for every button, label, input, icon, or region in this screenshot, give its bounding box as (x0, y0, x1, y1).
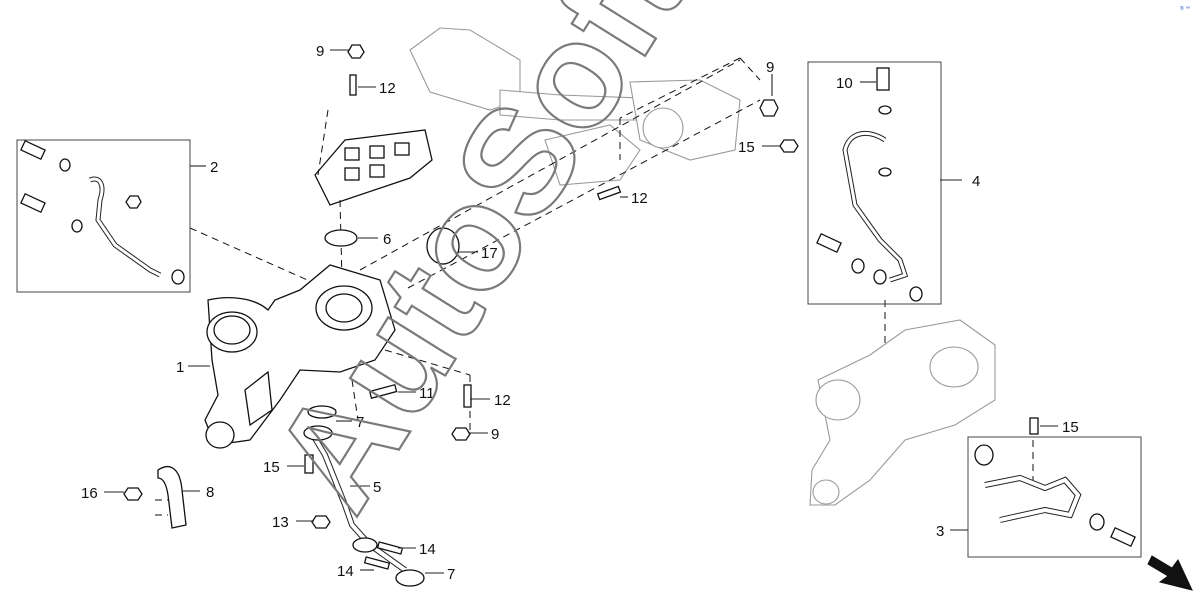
callout-12: 12 (494, 392, 511, 409)
callout-3: 3 (936, 523, 944, 540)
callout-14: 14 (419, 541, 436, 558)
turbocharger-part (204, 264, 396, 449)
gasket-part-6 (324, 229, 358, 247)
oil-line-part-2 (20, 139, 185, 285)
callout-4: 4 (972, 173, 980, 190)
callout-12: 12 (631, 190, 648, 207)
exhaust-manifold-catalyst-ghost (409, 27, 741, 186)
callout-9: 9 (491, 426, 499, 443)
heat-shield-part-8 (157, 466, 187, 529)
callout-5: 5 (373, 479, 381, 496)
corner-mark: ® ™ (1180, 5, 1190, 12)
callout-leaders (104, 49, 1058, 574)
assembly-box-2 (16, 139, 191, 293)
callout-16: 16 (81, 485, 98, 502)
callout-1: 1 (176, 359, 184, 376)
dashed-assembly-lines (155, 57, 1034, 516)
callout-2: 2 (210, 159, 218, 176)
callout-8: 8 (206, 484, 214, 501)
fasteners (123, 44, 1039, 570)
oil-line-part-4 (816, 67, 923, 302)
turbocharger-ghost (809, 319, 996, 506)
callout-10: 10 (836, 75, 853, 92)
callout-17: 17 (481, 245, 498, 262)
assembly-box-4 (807, 61, 942, 305)
callout-7: 7 (447, 566, 455, 583)
gasket-part-17 (426, 227, 460, 265)
coolant-line-part-3 (974, 444, 1136, 548)
callout-9: 9 (766, 59, 774, 76)
callout-12: 12 (379, 80, 396, 97)
watermark-text: AutoSoft (240, 0, 718, 537)
callout-6: 6 (383, 231, 391, 248)
next-arrow-icon[interactable] (1147, 555, 1193, 591)
exhaust-manifold-part (314, 129, 433, 206)
assembly-box-3 (967, 436, 1142, 558)
callout-13: 13 (272, 514, 289, 531)
callout-11: 11 (419, 385, 435, 402)
callout-9: 9 (316, 43, 324, 60)
callout-7: 7 (356, 414, 364, 431)
callout-15: 15 (738, 139, 755, 156)
callouts: 9 12 2 6 17 1 11 12 9 7 15 5 8 16 13 14 … (81, 43, 1079, 583)
callout-15: 15 (1062, 419, 1079, 436)
callout-15: 15 (263, 459, 280, 476)
coolant-pipe-part-5 (303, 405, 425, 587)
callout-14: 14 (337, 563, 354, 580)
